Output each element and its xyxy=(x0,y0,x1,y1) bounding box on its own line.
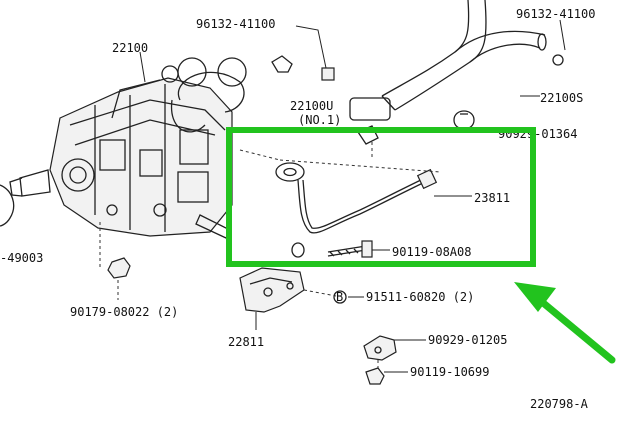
hose-clamp xyxy=(453,110,475,130)
label-pump-sub-a: 22100U xyxy=(290,99,333,113)
highlight-box xyxy=(226,127,536,267)
label-bolt-top-right: 96132-41100 xyxy=(516,7,595,21)
part-labels: 22100 96132-41100 96132-41100 22100U (NO… xyxy=(0,7,595,411)
label-bracket-bolt: 91511-60820 (2) xyxy=(366,290,474,304)
fuel-hose xyxy=(349,0,564,121)
bracket xyxy=(239,267,337,330)
clip xyxy=(363,335,397,372)
label-nut: 90179-08022 (2) xyxy=(70,305,178,319)
small-washer xyxy=(291,242,305,258)
circle-b-text: B xyxy=(336,290,343,304)
label-pipe: 23811 xyxy=(474,191,510,205)
fuel-pipe xyxy=(239,149,441,234)
injection-pump xyxy=(0,57,247,239)
bottom-bolt xyxy=(365,367,385,385)
label-bottom-bolt: 90119-10699 xyxy=(410,365,489,379)
circle-b-marker: B xyxy=(333,290,347,304)
label-bolt-top-left: 96132-41100 xyxy=(196,17,275,31)
pipe-bolt xyxy=(327,240,373,258)
label-left-part: -49003 xyxy=(0,251,43,265)
label-pump-sub-b: (NO.1) xyxy=(298,113,341,127)
label-hose: 22100S xyxy=(540,91,583,105)
nut xyxy=(99,222,131,300)
label-pipe-bolt: 90119-08A08 xyxy=(392,245,471,259)
label-bracket: 22811 xyxy=(228,335,264,349)
clip-bolt xyxy=(271,55,335,81)
figure-id: 220798-A xyxy=(530,397,589,411)
highlight-arrow xyxy=(514,282,616,364)
label-clip: 90929-01205 xyxy=(428,333,507,347)
label-pump: 22100 xyxy=(112,41,148,55)
